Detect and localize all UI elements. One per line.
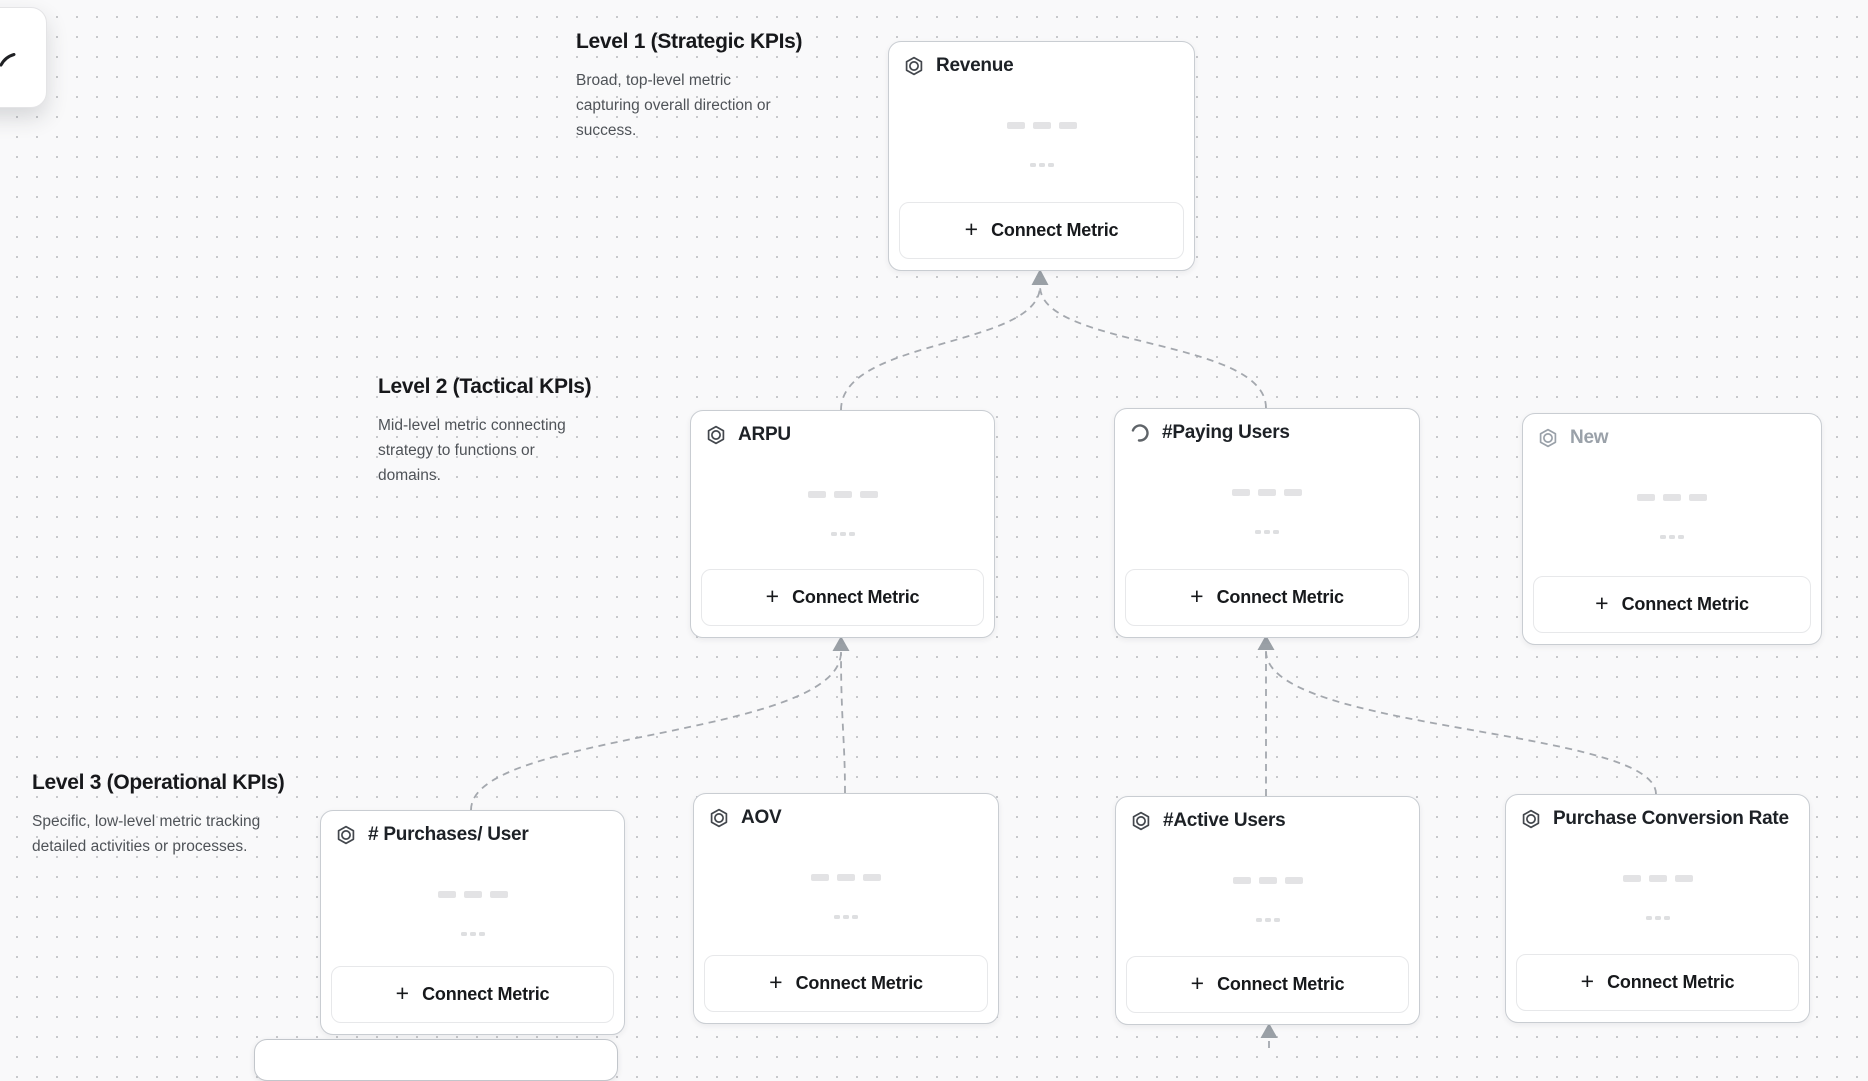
level-3-description: Specific, low-level metric tracking deta… <box>32 813 261 855</box>
metric-hexagon-icon <box>336 825 356 845</box>
plus-icon: + <box>1580 968 1595 994</box>
skeleton-subvalue-placeholder <box>1506 916 1809 920</box>
metric-card-arpu[interactable]: ARPU + Connect Metric <box>690 410 995 638</box>
arrowhead-arpu <box>832 636 850 651</box>
metric-hexagon-icon <box>1131 811 1151 831</box>
edge-arpu-to-revenue <box>840 285 1041 411</box>
edge-paying-users-to-revenue <box>1039 285 1267 409</box>
metric-card-new[interactable]: New + Connect Metric <box>1522 413 1822 645</box>
cursor-tool-icon <box>0 53 16 67</box>
card-title: AOV <box>741 807 782 828</box>
edge-conversion-to-paying <box>1265 650 1657 795</box>
card-header: Purchase Conversion Rate <box>1521 808 1797 830</box>
metric-hexagon-icon <box>706 425 726 445</box>
metric-card-revenue[interactable]: Revenue + Connect Metric <box>888 41 1195 271</box>
card-title: New <box>1570 427 1609 448</box>
metric-hexagon-icon <box>709 808 729 828</box>
connect-metric-label: Connect Metric <box>1621 594 1749 614</box>
connect-metric-label: Connect Metric <box>1217 974 1345 994</box>
skeleton-subvalue-placeholder <box>1116 918 1419 922</box>
level-2-heading: Level 2 (Tactical KPIs) <box>378 375 592 398</box>
skeleton-subvalue-placeholder <box>691 532 994 536</box>
connect-metric-button[interactable]: + Connect Metric <box>1125 569 1409 626</box>
level-3-heading: Level 3 (Operational KPIs) <box>32 771 285 794</box>
metric-card-aov[interactable]: AOV + Connect Metric <box>693 793 999 1024</box>
plus-icon: + <box>765 583 780 609</box>
plus-icon: + <box>1595 590 1609 616</box>
plus-icon: + <box>1190 583 1204 609</box>
skeleton-value-placeholder <box>1523 494 1821 501</box>
skeleton-value-placeholder <box>694 874 998 881</box>
level-1-description: Broad, top-level metric capturing overal… <box>576 72 771 139</box>
connect-metric-label: Connect Metric <box>795 973 923 993</box>
skeleton-subvalue-placeholder <box>1523 535 1821 539</box>
metric-card-partial[interactable] <box>254 1039 618 1081</box>
plus-icon: + <box>1190 970 1205 996</box>
connect-metric-button[interactable]: + Connect Metric <box>1126 956 1409 1013</box>
skeleton-value-placeholder <box>691 491 994 498</box>
connect-metric-button[interactable]: + Connect Metric <box>704 955 988 1012</box>
connect-metric-label: Connect Metric <box>1216 587 1344 607</box>
metric-card-purchases-user[interactable]: # Purchases/ User + Connect Metric <box>320 810 625 1035</box>
skeleton-subvalue-placeholder <box>1115 530 1419 534</box>
loading-spinner-icon <box>1130 423 1150 443</box>
canvas-toolbar[interactable] <box>0 7 47 108</box>
skeleton-subvalue-placeholder <box>694 915 998 919</box>
card-header: #Active Users <box>1131 810 1407 832</box>
metric-hexagon-icon <box>1521 809 1541 829</box>
skeleton-subvalue-placeholder <box>889 163 1194 167</box>
card-header: # Purchases/ User <box>336 824 612 846</box>
level-1-heading: Level 1 (Strategic KPIs) <box>576 30 803 53</box>
card-title: Purchase Conversion Rate <box>1553 808 1789 829</box>
plus-icon: + <box>964 216 979 242</box>
metric-card-paying-users[interactable]: #Paying Users + Connect Metric <box>1114 408 1420 638</box>
card-header: New <box>1538 427 1809 449</box>
card-title: ARPU <box>738 424 791 445</box>
card-title: # Purchases/ User <box>368 824 529 845</box>
metric-card-purchase-conversion-rate[interactable]: Purchase Conversion Rate + Connect Metri… <box>1505 794 1810 1023</box>
connect-metric-button[interactable]: + Connect Metric <box>331 966 614 1023</box>
level-3-label: Level 3 (Operational KPIs) Specific, low… <box>32 771 285 859</box>
arrowhead-active-users <box>1260 1023 1278 1038</box>
card-header: ARPU <box>706 424 982 446</box>
skeleton-value-placeholder <box>1506 875 1809 882</box>
skeleton-subvalue-placeholder <box>321 932 624 936</box>
edge-purchases-to-arpu <box>470 651 842 811</box>
level-2-label: Level 2 (Tactical KPIs) Mid-level metric… <box>378 375 592 488</box>
connect-metric-label: Connect Metric <box>422 984 550 1004</box>
connect-metric-button[interactable]: + Connect Metric <box>701 569 984 626</box>
metric-hexagon-icon <box>904 56 924 76</box>
edge-aov-to-arpu <box>840 651 846 794</box>
card-header: AOV <box>709 807 986 829</box>
card-title: #Paying Users <box>1162 422 1290 443</box>
level-2-description: Mid-level metric connecting strategy to … <box>378 417 566 484</box>
connect-metric-button[interactable]: + Connect Metric <box>1516 954 1799 1011</box>
skeleton-value-placeholder <box>1116 877 1419 884</box>
skeleton-value-placeholder <box>889 122 1194 129</box>
metric-hexagon-icon <box>1538 428 1558 448</box>
plus-icon: + <box>769 969 783 995</box>
skeleton-value-placeholder <box>1115 489 1419 496</box>
connect-metric-label: Connect Metric <box>792 587 920 607</box>
metric-card-active-users[interactable]: #Active Users + Connect Metric <box>1115 796 1420 1025</box>
card-title: Revenue <box>936 55 1014 76</box>
card-header: Revenue <box>904 55 1182 77</box>
arrowhead-revenue <box>1031 269 1049 285</box>
level-1-label: Level 1 (Strategic KPIs) Broad, top-leve… <box>576 30 803 143</box>
connect-metric-button[interactable]: + Connect Metric <box>1533 576 1811 633</box>
connect-metric-label: Connect Metric <box>991 220 1119 240</box>
skeleton-value-placeholder <box>321 891 624 898</box>
plus-icon: + <box>395 980 410 1006</box>
card-header: #Paying Users <box>1130 422 1407 444</box>
card-title: #Active Users <box>1163 810 1286 831</box>
connect-metric-button[interactable]: + Connect Metric <box>899 202 1184 259</box>
connect-metric-label: Connect Metric <box>1607 972 1735 992</box>
